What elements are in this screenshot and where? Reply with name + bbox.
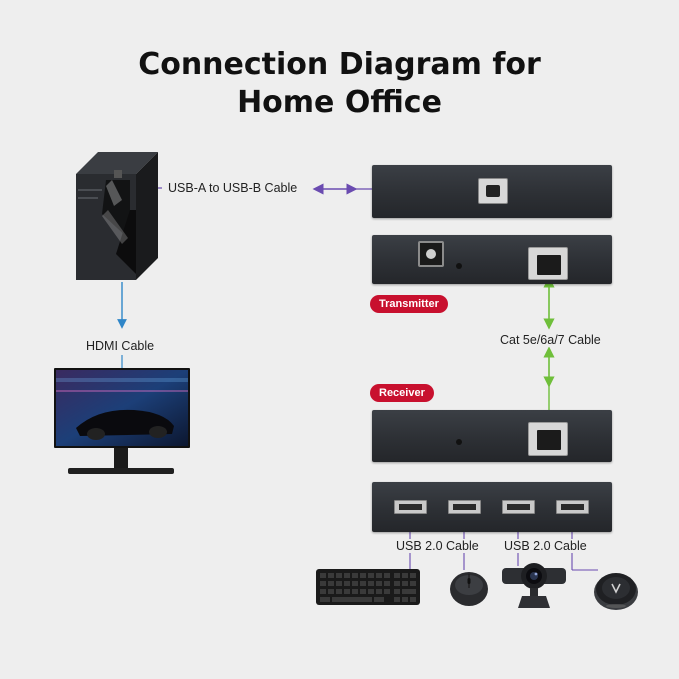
speakerphone-icon — [594, 573, 638, 610]
rj45-port-icon — [528, 247, 568, 280]
led-indicator — [456, 439, 462, 445]
transmitter-network-side — [372, 235, 612, 284]
usb20-cable-label-left: USB 2.0 Cable — [393, 539, 482, 553]
dc-power-port-icon — [418, 241, 444, 267]
diagram-title-line1: Connection Diagram for — [138, 47, 541, 82]
transmitter-usb-side — [372, 165, 612, 218]
monitor-icon — [54, 368, 190, 474]
webcam-icon — [502, 563, 566, 608]
receiver-usb-side — [372, 482, 612, 532]
usb-a-port-icon — [556, 500, 589, 514]
receiver-network-side — [372, 410, 612, 462]
usb-ab-cable-label: USB-A to USB-B Cable — [166, 181, 300, 195]
rj45-port-icon — [528, 422, 568, 456]
usb-a-port-icon — [448, 500, 481, 514]
led-indicator — [456, 263, 462, 269]
usb-a-port-icon — [502, 500, 535, 514]
transmitter-badge: Transmitter — [370, 295, 448, 313]
usb20-cable-label-right: USB 2.0 Cable — [501, 539, 590, 553]
pc-tower-icon — [76, 152, 158, 280]
mouse-icon — [450, 572, 488, 606]
keyboard-icon — [316, 569, 420, 605]
usb-a-port-icon — [394, 500, 427, 514]
receiver-badge: Receiver — [370, 384, 434, 402]
diagram-title-line2: Home Office — [237, 85, 442, 120]
hdmi-cable-label: HDMI Cable — [86, 339, 155, 353]
usb-b-port-icon — [478, 178, 508, 204]
cat-cable-label: Cat 5e/6a/7 Cable — [498, 333, 603, 347]
